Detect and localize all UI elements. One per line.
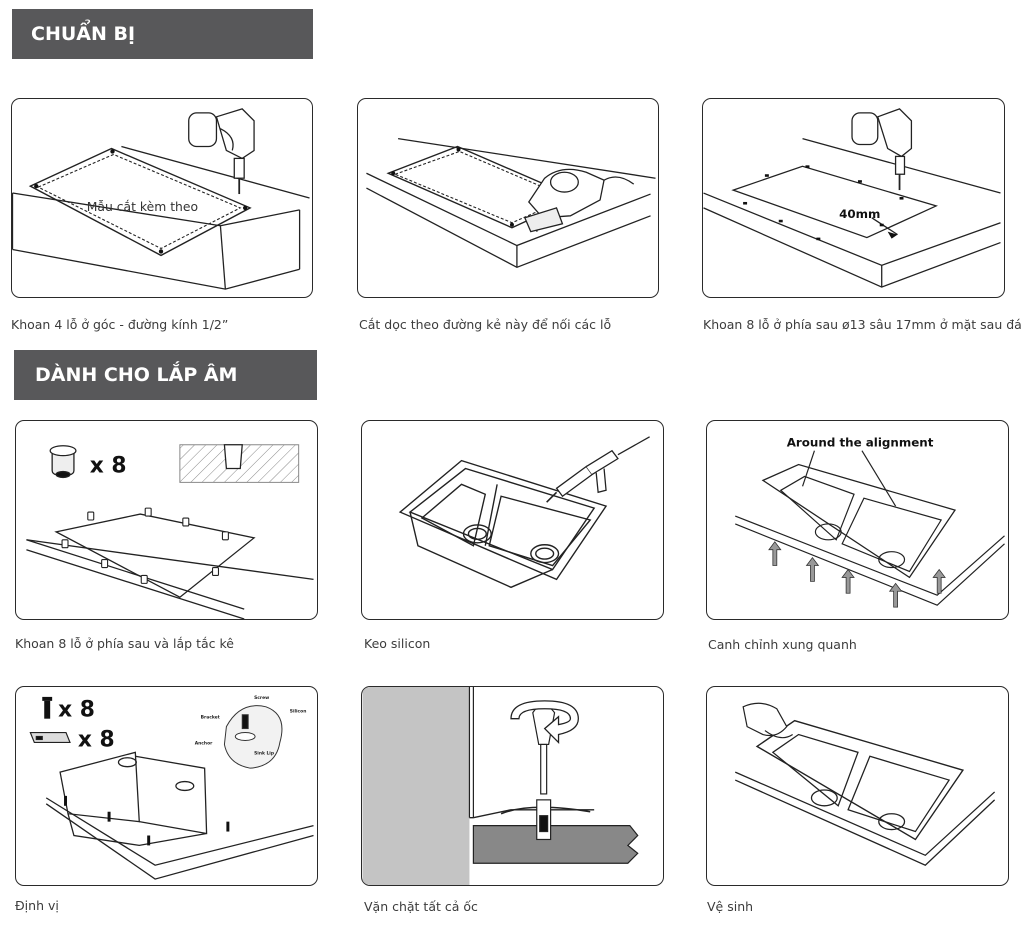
anchor-count-label: x 8 bbox=[90, 453, 127, 478]
sink-bracket-illustration: x 8 x 8 Screw Silicon Bracket Anchor Sin… bbox=[29, 695, 314, 880]
section-banner-preparation: CHUẨN BỊ bbox=[12, 9, 313, 59]
step-panel-install-anchors: x 8 bbox=[15, 420, 318, 620]
countertop-template-illustration: Mẫu cắt kèm theo bbox=[12, 108, 310, 290]
detail-callout bbox=[223, 705, 283, 769]
section-title: CHUẨN BỊ bbox=[31, 23, 136, 45]
screw-icon bbox=[42, 696, 53, 719]
step-caption: Vệ sinh bbox=[707, 899, 754, 914]
step-panel-cut-along-line bbox=[357, 98, 659, 298]
bracket-count-label: x 8 bbox=[78, 727, 115, 752]
bracket-callout: Bracket bbox=[201, 715, 221, 721]
countertop-back-holes-illustration: 40mm bbox=[703, 108, 1001, 288]
wall-anchor-icon bbox=[49, 445, 77, 479]
bracket-markers bbox=[64, 795, 230, 846]
anchor-install-illustration: x 8 bbox=[26, 444, 314, 619]
screwdriver-icon bbox=[532, 704, 556, 795]
anchor-callout: Anchor bbox=[195, 740, 213, 746]
power-drill-icon bbox=[851, 108, 913, 191]
step-caption: Canh chỉnh xung quanh bbox=[708, 637, 857, 652]
upward-arrow-icons bbox=[768, 541, 946, 608]
step-panel-drill-back-holes: 40mm bbox=[702, 98, 1005, 298]
sink-lip-callout: Sink Lip bbox=[254, 750, 274, 756]
hand-with-cloth-icon bbox=[742, 702, 793, 739]
step-caption: Định vị bbox=[15, 898, 59, 913]
alignment-label: Around the alignment bbox=[787, 436, 934, 450]
section-banner-undermount: DÀNH CHO LẮP ÂM bbox=[14, 350, 317, 400]
jigsaw-icon bbox=[523, 168, 635, 233]
step-panel-alignment: Around the alignment bbox=[706, 420, 1009, 620]
section-title: DÀNH CHO LẮP ÂM bbox=[35, 364, 238, 386]
step-panel-tighten-screws bbox=[361, 686, 664, 886]
screw-count-label: x 8 bbox=[58, 698, 95, 723]
template-label: Mẫu cắt kèm theo bbox=[87, 200, 198, 214]
step-caption: Khoan 8 lỗ ở phía sau ø13 sâu 17mm ở mặt… bbox=[703, 317, 1022, 332]
rotate-arrow-icon bbox=[510, 700, 579, 744]
screw-icon bbox=[536, 799, 552, 841]
anchor-markers bbox=[61, 507, 229, 584]
step-panel-positioning: x 8 x 8 Screw Silicon Bracket Anchor Sin… bbox=[15, 686, 318, 886]
bracket-icon bbox=[29, 731, 71, 744]
step-caption: Cắt dọc theo đường kẻ này để nối các lỗ bbox=[359, 317, 612, 332]
silicon-callout: Silicon bbox=[290, 709, 307, 715]
screw-callout: Screw bbox=[254, 695, 269, 701]
step-caption: Vặn chặt tất cả ốc bbox=[364, 899, 478, 914]
step-panel-cleaning bbox=[706, 686, 1009, 886]
step-caption: Keo silicon bbox=[364, 636, 431, 651]
power-drill-icon bbox=[188, 108, 255, 195]
step-panel-drill-corners: Mẫu cắt kèm theo bbox=[11, 98, 313, 298]
screw-tightening-illustration bbox=[362, 687, 639, 885]
step-caption: Khoan 4 lỗ ở góc - đường kính 1/2” bbox=[11, 317, 229, 332]
sink-alignment-illustration: Around the alignment bbox=[735, 436, 1005, 608]
sink-cleaning-illustration bbox=[734, 702, 996, 866]
caulking-gun-icon bbox=[546, 436, 650, 503]
step-caption: Khoan 8 lỗ ở phía sau và lắp tắc kê bbox=[15, 636, 234, 651]
sink-silicone-illustration bbox=[398, 436, 650, 589]
distance-label: 40mm bbox=[839, 207, 880, 221]
step-panel-silicone bbox=[361, 420, 664, 620]
jigsaw-cut-illustration bbox=[366, 137, 656, 269]
hole-cross-section bbox=[179, 444, 300, 483]
